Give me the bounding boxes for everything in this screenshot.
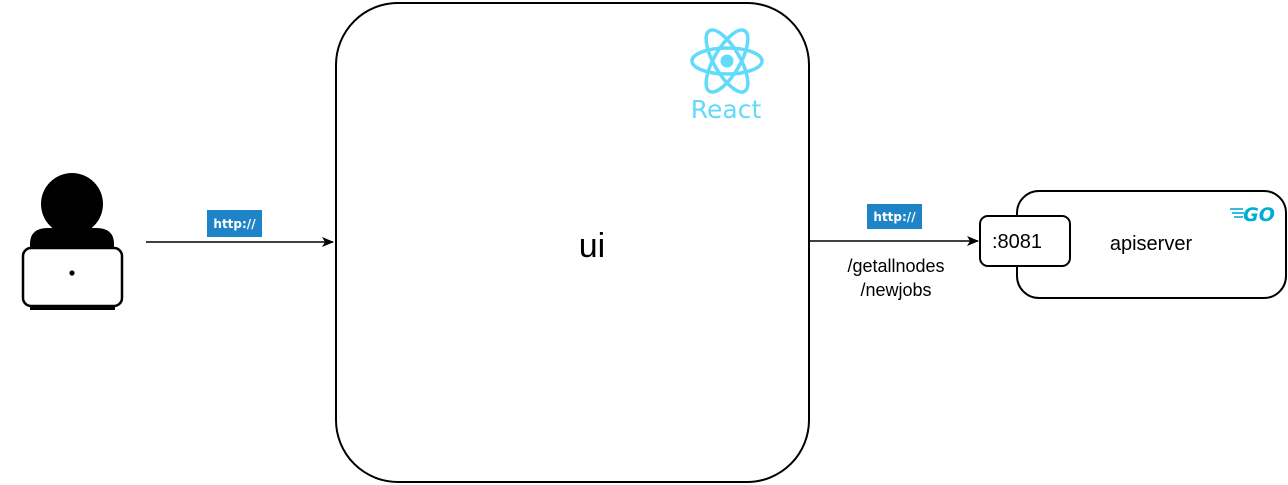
- port-box: :8081: [979, 215, 1071, 267]
- react-atom-icon: [690, 28, 764, 94]
- apiserver-label: apiserver: [1110, 233, 1193, 255]
- go-logo-text: GO: [1243, 204, 1275, 226]
- go-logo: GO: [1230, 204, 1275, 226]
- react-logo: React: [690, 28, 764, 124]
- http-badge: http://: [867, 204, 922, 229]
- react-logo-text: React: [691, 95, 762, 124]
- port-label: :8081: [992, 231, 1042, 253]
- http-badge-label: http://: [213, 217, 256, 231]
- endpoint-label: /getallnodes: [847, 256, 944, 276]
- ui-node: React ui: [335, 2, 810, 483]
- endpoint-label: /newjobs: [860, 280, 931, 300]
- ui-node-label: ui: [579, 227, 605, 265]
- go-speed-lines-icon: [1230, 208, 1244, 218]
- edge-ui-to-apiserver: http:// /getallnodes /newjobs: [810, 204, 979, 300]
- user-laptop-icon: [21, 173, 124, 310]
- http-badge-label: http://: [873, 210, 916, 224]
- apiserver-node: GO apiserver :8081: [979, 190, 1287, 299]
- http-badge: http://: [207, 210, 262, 237]
- edge-user-to-ui: http://: [146, 210, 334, 247]
